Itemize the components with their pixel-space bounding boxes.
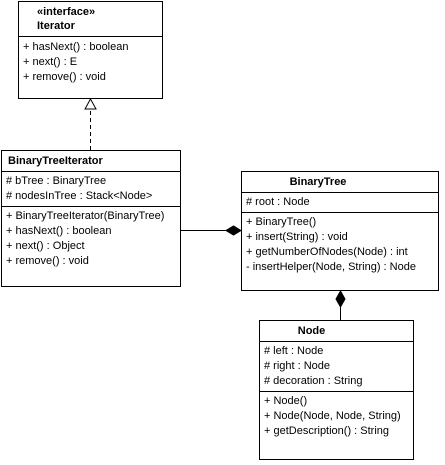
class-name: BinaryTreeIterator [8, 155, 103, 167]
operations-compartment: + Node() + Node(Node, Node, String) + ge… [260, 392, 413, 441]
class-binary-tree-iterator[interactable]: BinaryTreeIterator # bTree : BinaryTree … [1, 150, 181, 287]
class-node[interactable]: Node # left : Node # right : Node # deco… [259, 320, 414, 460]
operation: + remove() : void [23, 71, 106, 83]
operations-compartment: + hasNext() : boolean + next() : E + rem… [19, 37, 162, 87]
class-header: BinaryTreeIterator [2, 151, 180, 172]
class-iterator[interactable]: «interface» Iterator + hasNext() : boole… [18, 1, 163, 99]
class-header: Node [260, 321, 413, 342]
operations-compartment: + BinaryTree() + insert(String) : void +… [242, 213, 438, 277]
attributes-compartment: # left : Node # right : Node # decoratio… [260, 342, 413, 392]
class-binary-tree[interactable]: BinaryTree # root : Node + BinaryTree() … [241, 171, 439, 291]
attribute: # root : Node [246, 196, 310, 208]
operation: - insertHelper(Node, String) : Node [246, 261, 416, 273]
attributes-compartment: # root : Node [242, 193, 438, 213]
class-header: BinaryTree [242, 172, 438, 193]
attribute: # decoration : String [264, 375, 363, 387]
realization-arrowhead [84, 97, 97, 110]
operation: + next() : Object [6, 240, 85, 252]
composition-diamond-iterator-tree [225, 225, 242, 236]
class-name: Iterator [37, 20, 75, 32]
operation: + insert(String) : void [246, 231, 348, 243]
composition-diamond-node-tree [335, 289, 346, 309]
operation: + hasNext() : boolean [6, 225, 112, 237]
class-name: BinaryTree [289, 176, 347, 188]
operation: + next() : E [23, 56, 78, 68]
attribute: # bTree : BinaryTree [6, 175, 107, 187]
operations-compartment: + BinaryTreeIterator(BinaryTree) + hasNe… [2, 207, 180, 271]
operation: + remove() : void [6, 255, 89, 267]
operation: + hasNext() : boolean [23, 41, 129, 53]
operation: + Node(Node, Node, String) [264, 410, 401, 422]
attribute: # left : Node [264, 345, 324, 357]
operation: + getDescription() : String [264, 425, 390, 437]
operation: + BinaryTree() [246, 216, 317, 228]
operation: + BinaryTreeIterator(BinaryTree) [6, 210, 165, 222]
attribute: # right : Node [264, 360, 331, 372]
stereotype-label: «interface» [37, 6, 96, 18]
class-name: Node [297, 325, 326, 337]
attributes-compartment: # bTree : BinaryTree # nodesInTree : Sta… [2, 172, 180, 207]
operation: + Node() [264, 395, 308, 407]
operation: + getNumberOfNodes(Node) : int [246, 246, 408, 258]
attribute: # nodesInTree : Stack<Node> [6, 190, 153, 202]
class-header: «interface» Iterator [19, 2, 162, 37]
